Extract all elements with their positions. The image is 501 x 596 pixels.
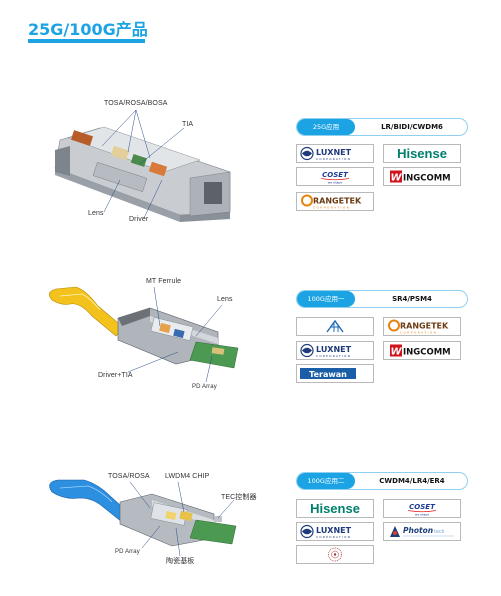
application-header-25g: 25G应用 LR/BIDI/CWDM6 [296, 118, 468, 136]
customer-logo-terawan: Terawan [296, 364, 374, 383]
label-lwdm4-chip: LWDM4 CHIP [165, 473, 210, 480]
svg-text:Hisense: Hisense [310, 501, 360, 516]
seal-logo-icon [328, 547, 342, 562]
wingcomm-logo-icon: W INGCOMM [390, 170, 451, 184]
svg-text:W: W [390, 347, 402, 358]
customer-logo-orangetek: O RANGETEK CORPORATION [296, 192, 374, 211]
luxnet-logo-icon: LUXNET CORPORATION [300, 343, 352, 358]
label-pd-array: PD Array [115, 549, 140, 555]
svg-text:CORPORATION: CORPORATION [400, 331, 437, 335]
svg-text:COSET: COSET [409, 503, 436, 511]
label-tosa-rosa-bosa: TOSA/ROSA/BOSA [104, 100, 168, 107]
customer-logo-wingcomm: W INGCOMM [383, 167, 461, 186]
label-driver: Driver [129, 216, 149, 223]
customer-logo-orangetek: RANGETEK CORPORATION [383, 317, 461, 336]
customer-logo-hisense: Hisense [296, 499, 374, 518]
wingcomm-logo-icon: W INGCOMM [390, 344, 451, 358]
svg-text:LUXNET: LUXNET [316, 148, 352, 157]
svg-text:CORPORATION: CORPORATION [316, 157, 351, 161]
svg-text:we shape: we shape [415, 513, 429, 517]
coset-logo-icon: COSET we shape [320, 171, 350, 185]
luxnet-logo-icon: LUXNET CORPORATION [300, 524, 352, 539]
page-title: 25G/100G产品 [28, 20, 148, 39]
hisense-logo-icon: Hisense [397, 146, 447, 161]
svg-text:Hisense: Hisense [397, 146, 447, 161]
svg-text:CORPORATION: CORPORATION [316, 535, 351, 539]
application-standards: CWDM4/LR4/ER4 [379, 477, 445, 485]
customer-logo-photonteck: Photon teck [383, 522, 461, 541]
customer-logo-coset: COSET we shape [383, 499, 461, 518]
label-lens: Lens [88, 210, 104, 217]
application-header-100g-1: 100G应用一 SR4/PSM4 [296, 290, 468, 308]
svg-text:CORPORATION: CORPORATION [316, 354, 351, 358]
svg-text:W: W [390, 173, 402, 184]
application-standards: LR/BIDI/CWDM6 [381, 123, 443, 131]
application-standards: SR4/PSM4 [392, 295, 432, 303]
label-ceramic-substrate: 陶瓷基板 [166, 558, 195, 565]
svg-text:INGCOMM: INGCOMM [403, 174, 451, 184]
application-header-100g-2: 100G应用二 CWDM4/LR4/ER4 [296, 472, 468, 490]
application-tag: 100G应用二 [297, 473, 355, 489]
application-tag: 100G应用一 [297, 291, 355, 307]
label-pd-array: PD Array [192, 384, 217, 390]
coset-logo-icon: COSET we shape [407, 503, 437, 517]
svg-text:we shape: we shape [328, 181, 342, 185]
svg-text:RANGETEK: RANGETEK [400, 322, 449, 331]
svg-text:INGCOMM: INGCOMM [403, 348, 451, 358]
label-lens: Lens [217, 296, 233, 303]
application-tag: 25G应用 [297, 119, 355, 135]
svg-text:COSET: COSET [322, 171, 349, 179]
svg-text:Photon: Photon [403, 526, 433, 535]
label-driver-tia: Driver+TIA [98, 372, 133, 379]
title-underline [28, 39, 145, 43]
label-tec-controller: TEC控制器 [221, 494, 257, 501]
customer-logo-hisense: Hisense [383, 144, 461, 163]
customer-logo-wingcomm: W INGCOMM [383, 341, 461, 360]
customer-logo-ah [296, 317, 374, 336]
svg-text:RANGETEK: RANGETEK [313, 197, 362, 206]
hisense-logo-icon: Hisense [310, 501, 360, 516]
terawan-logo-icon: Terawan [300, 368, 356, 379]
ah-logo-icon [326, 319, 344, 333]
svg-text:LUXNET: LUXNET [316, 345, 352, 354]
luxnet-logo-icon: LUXNET CORPORATION [300, 146, 352, 161]
customer-logo-luxnet: LUXNET CORPORATION [296, 144, 374, 163]
photonteck-logo-icon: Photon teck [390, 526, 454, 537]
label-tia: TIA [182, 121, 194, 128]
svg-text:teck: teck [434, 529, 445, 535]
customer-logo-luxnet: LUXNET CORPORATION [296, 522, 374, 541]
orangetek-logo-icon: O RANGETEK CORPORATION [301, 194, 362, 210]
customer-logo-coset: COSET we shape [296, 167, 374, 186]
label-tosa-rosa: TOSA/ROSA [108, 473, 150, 480]
svg-text:CORPORATION: CORPORATION [313, 206, 350, 210]
svg-text:LUXNET: LUXNET [316, 526, 352, 535]
customer-logo-seal [296, 545, 374, 564]
svg-text:Terawan: Terawan [309, 370, 347, 379]
orangetek-logo-icon: RANGETEK CORPORATION [388, 319, 449, 335]
customer-logo-luxnet: LUXNET CORPORATION [296, 341, 374, 360]
label-mt-ferrule: MT Ferrule [146, 278, 182, 285]
